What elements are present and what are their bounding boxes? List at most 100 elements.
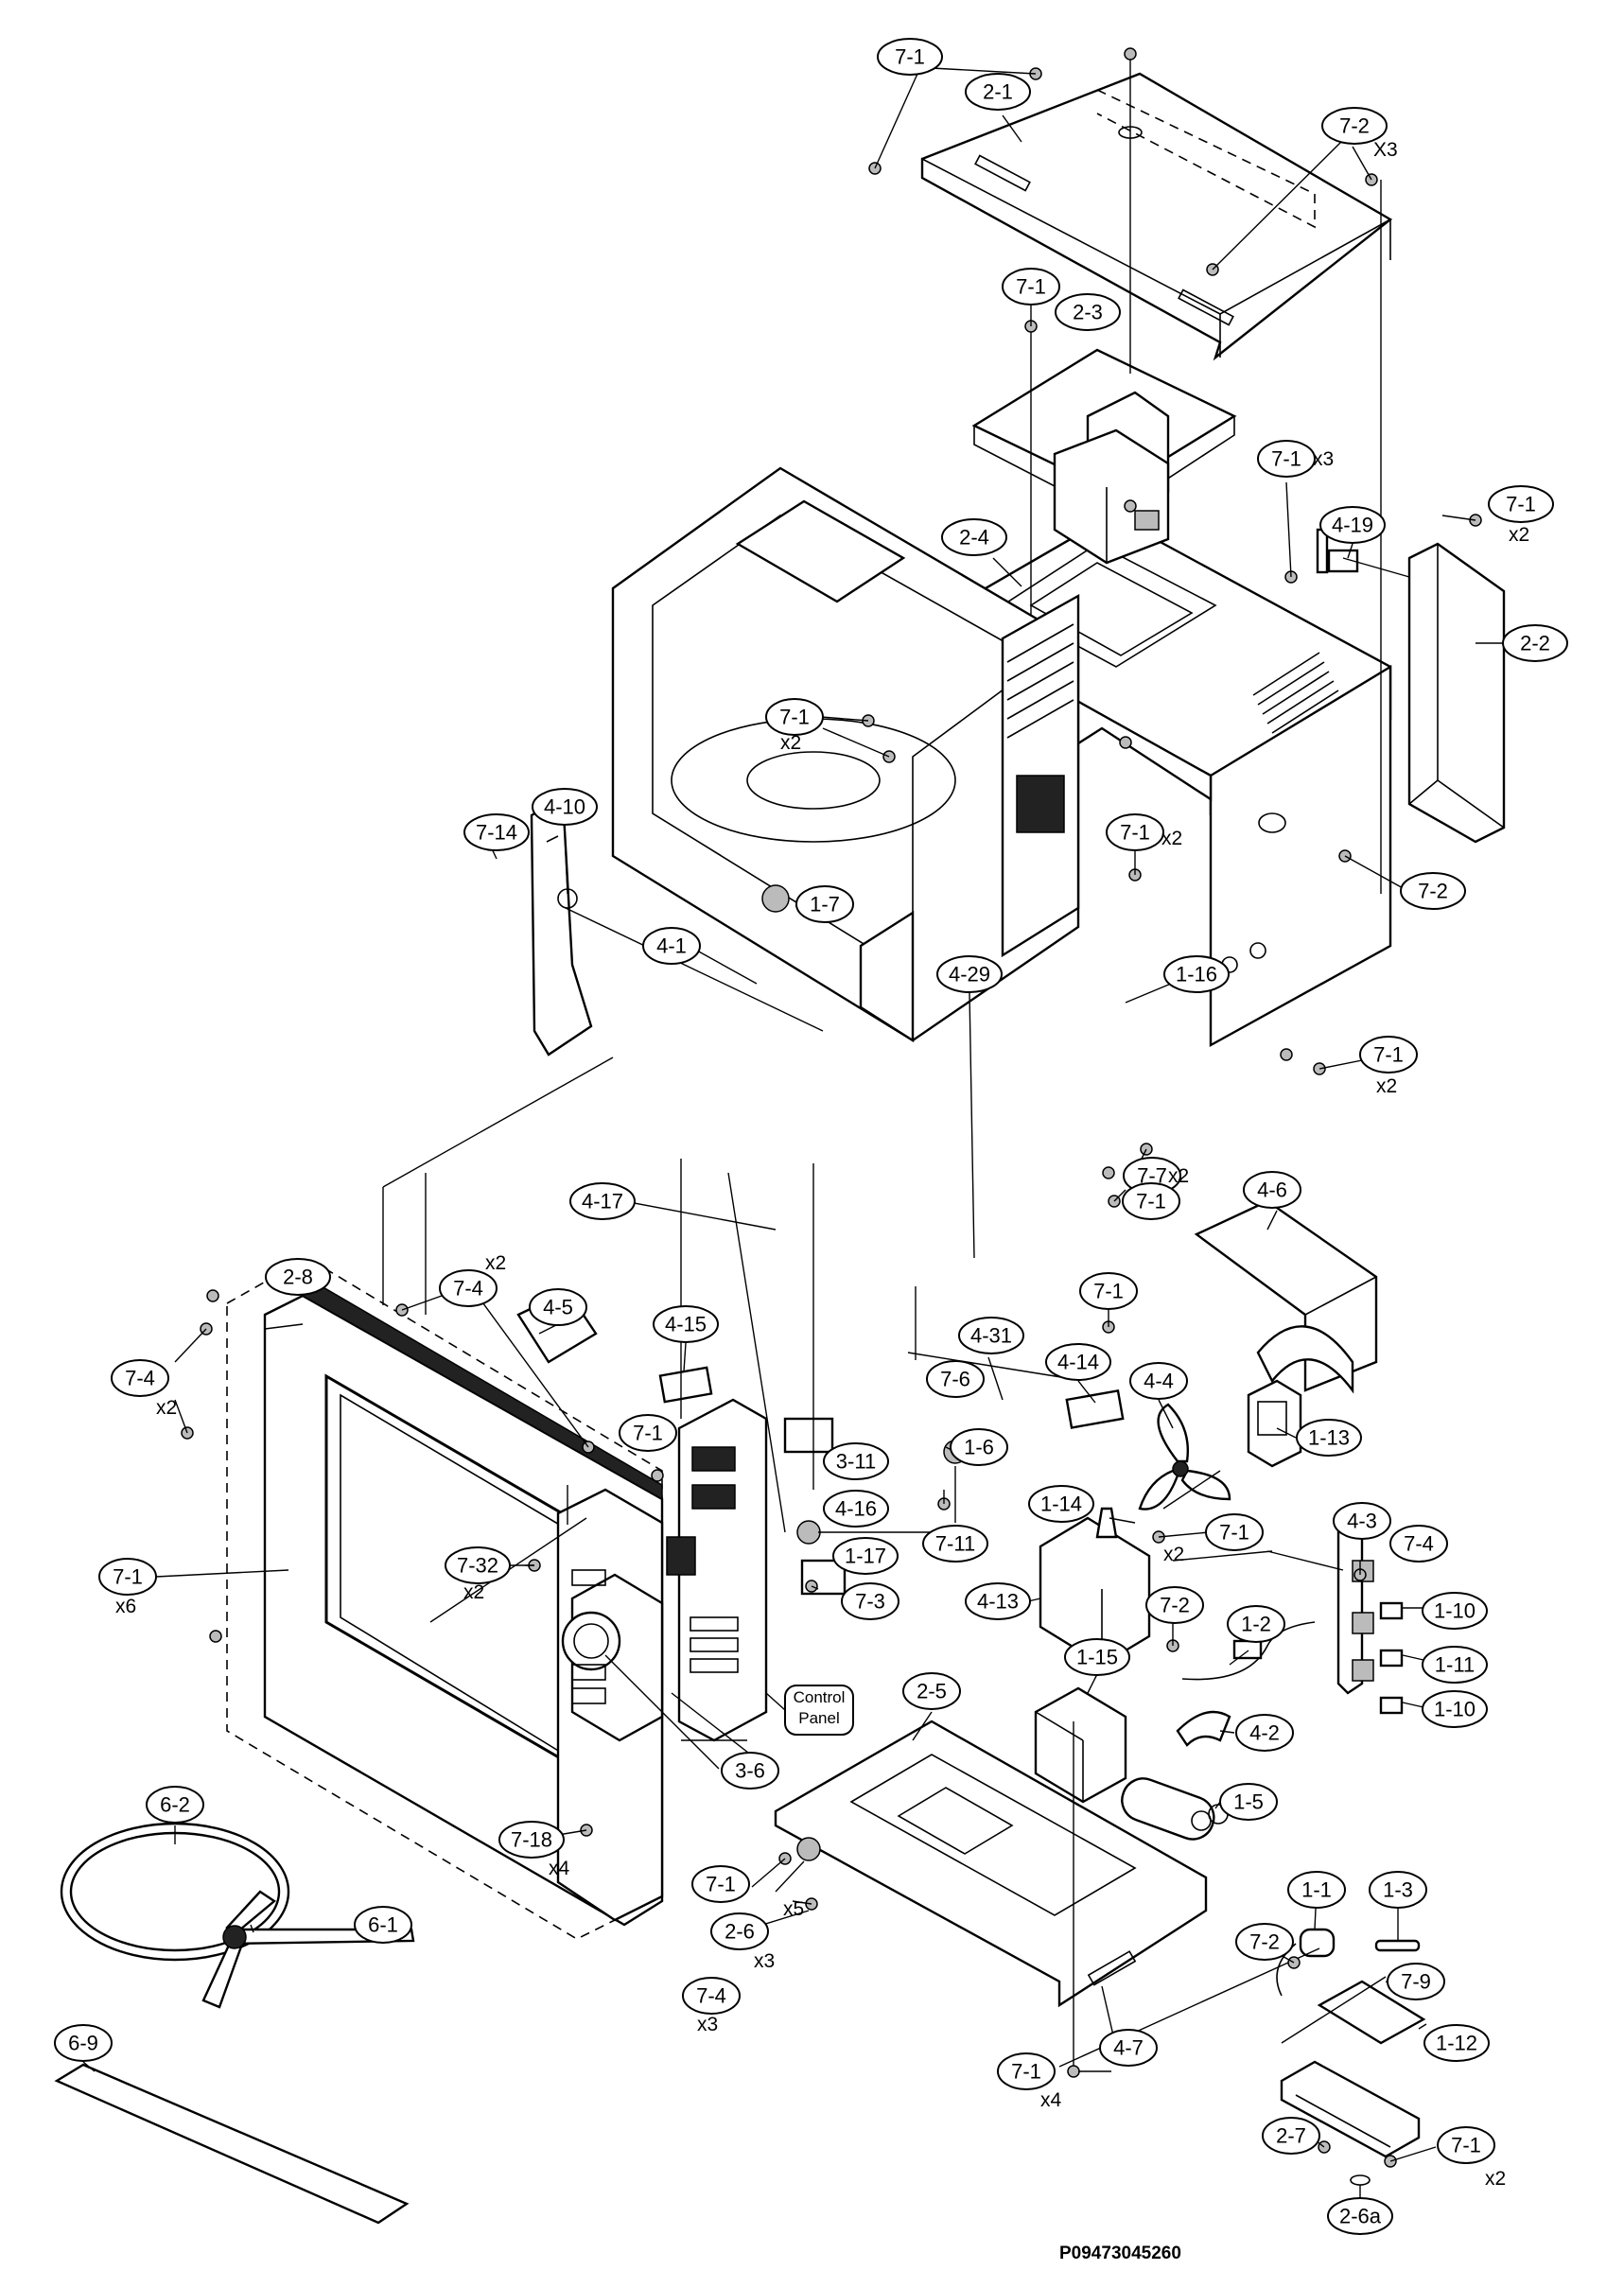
svg-text:7-18: 7-18 <box>511 1828 552 1852</box>
svg-text:7-1: 7-1 <box>779 706 810 729</box>
svg-text:1-11: 1-11 <box>1435 1653 1475 1677</box>
svg-text:7-1: 7-1 <box>706 1873 736 1896</box>
callout-c-7-32: 7-32 <box>445 1546 511 1584</box>
svg-text:2-4: 2-4 <box>959 526 989 550</box>
callout-c-6-2: 6-2 <box>146 1786 204 1824</box>
svg-text:7-4: 7-4 <box>1404 1532 1434 1556</box>
svg-text:1-3: 1-3 <box>1383 1878 1413 1902</box>
svg-text:7-11: 7-11 <box>935 1532 975 1556</box>
svg-text:4-6: 4-6 <box>1257 1179 1287 1202</box>
qty-x2-27: x2 <box>1485 2168 1506 2190</box>
svg-text:2-5: 2-5 <box>917 1680 947 1703</box>
svg-text:7-1: 7-1 <box>633 1422 663 1445</box>
top-cover-2-1 <box>920 72 1393 361</box>
shelf-6-9 <box>54 2063 410 2225</box>
callout-c-2-6a: 2-6a <box>1327 2197 1393 2235</box>
callout-c-1-7: 1-7 <box>795 885 854 923</box>
svg-text:2-6a: 2-6a <box>1339 2205 1382 2228</box>
svg-text:2-1: 2-1 <box>983 80 1013 104</box>
lower-right-assembly <box>1276 1928 1426 2158</box>
callout-c-7-1-m: 7-1 <box>691 1865 750 1903</box>
svg-text:1-16: 1-16 <box>1176 963 1217 987</box>
callout-c-4-4: 4-4 <box>1129 1362 1188 1400</box>
leader-lines <box>82 67 1504 2199</box>
svg-text:7-1: 7-1 <box>1506 493 1536 516</box>
callout-c-7-1-d: 7-1 <box>1488 485 1554 523</box>
callout-c-1-11: 1-11 <box>1422 1646 1488 1684</box>
svg-text:1-17: 1-17 <box>845 1545 886 1568</box>
callout-c-7-1-a: 7-1 <box>877 38 943 76</box>
callout-c-7-1-l: 7-1 <box>98 1558 157 1596</box>
callout-c-7-18: 7-18 <box>498 1821 565 1859</box>
callout-c-2-7: 2-7 <box>1262 2117 1320 2155</box>
callout-c-4-6: 4-6 <box>1243 1171 1301 1209</box>
door-hinge-4-10 <box>530 794 593 1056</box>
svg-text:7-1: 7-1 <box>895 45 925 69</box>
callout-c-7-1-o: 7-1 <box>1437 2126 1495 2164</box>
svg-text:7-4: 7-4 <box>453 1277 483 1301</box>
svg-text:7-1: 7-1 <box>1451 2134 1481 2157</box>
quantity-labels: X3 x3 x2 x2 x2 x2 x2 x2 x2 x6 x2 x2 x4 x… <box>115 139 1529 2190</box>
callout-c-1-5: 1-5 <box>1219 1783 1278 1821</box>
fan-duct-4-13 <box>1039 1516 1151 1667</box>
svg-text:2-7: 2-7 <box>1276 2124 1306 2148</box>
svg-text:2-3: 2-3 <box>1073 301 1103 324</box>
callout-c-4-13: 4-13 <box>965 1582 1031 1620</box>
qty-x2-mag: x2 <box>1161 828 1182 849</box>
callout-c-4-29: 4-29 <box>936 955 1003 993</box>
svg-text:7-2: 7-2 <box>1160 1594 1190 1617</box>
callout-c-1-10-a: 1-10 <box>1422 1592 1488 1630</box>
callout-c-4-7: 4-7 <box>1099 2029 1158 2067</box>
callout-c-7-1-n: 7-1 <box>997 2052 1056 2090</box>
qty-x4-718: x4 <box>549 1858 570 1879</box>
svg-text:4-19: 4-19 <box>1332 514 1373 537</box>
svg-text:4-14: 4-14 <box>1057 1351 1099 1374</box>
callout-c-4-19: 4-19 <box>1319 506 1386 544</box>
callout-c-1-15: 1-15 <box>1064 1638 1130 1676</box>
callout-c-1-3: 1-3 <box>1369 1871 1427 1909</box>
svg-text:4-31: 4-31 <box>970 1324 1012 1348</box>
control-panel-note-line1: Control <box>794 1688 846 1706</box>
qty-x5: x5 <box>783 1898 804 1920</box>
svg-text:6-9: 6-9 <box>68 2032 98 2055</box>
qty-x3-74: x3 <box>697 2014 718 2035</box>
svg-text:7-1: 7-1 <box>1011 2060 1041 2084</box>
callout-c-4-31: 4-31 <box>958 1317 1024 1354</box>
callout-c-7-1-b: 7-1 <box>1002 268 1060 306</box>
svg-text:7-1: 7-1 <box>1016 275 1046 299</box>
callout-c-2-8: 2-8 <box>265 1258 331 1296</box>
svg-text:2-6: 2-6 <box>725 1920 755 1944</box>
callout-c-6-1: 6-1 <box>354 1906 412 1944</box>
callout-c-1-2: 1-2 <box>1227 1605 1285 1643</box>
callout-c-6-9: 6-9 <box>54 2024 113 2062</box>
svg-text:7-2: 7-2 <box>1418 880 1448 903</box>
svg-text:7-2: 7-2 <box>1339 114 1370 138</box>
callout-c-1-14: 1-14 <box>1028 1485 1094 1523</box>
callout-c-7-2-d: 7-2 <box>1235 1923 1294 1961</box>
side-panel-2-2 <box>1407 542 1506 844</box>
svg-text:7-1: 7-1 <box>1136 1190 1166 1214</box>
callout-c-7-11: 7-11 <box>922 1525 988 1563</box>
qty-x3-26: x3 <box>754 1950 775 1972</box>
qty-x2-74: x2 <box>156 1397 177 1419</box>
svg-text:4-3: 4-3 <box>1347 1510 1377 1533</box>
callout-c-7-2-b: 7-2 <box>1400 872 1466 910</box>
svg-text:4-13: 4-13 <box>977 1590 1019 1614</box>
qty-x2-left: x2 <box>780 732 801 754</box>
callout-c-7-4-a: 7-4 <box>439 1269 498 1307</box>
rear-vent-plate-4-29 <box>1001 593 1080 958</box>
control-panel-assembly <box>556 1488 664 1922</box>
qty-x3-top: X3 <box>1373 139 1398 161</box>
svg-text:1-14: 1-14 <box>1040 1493 1082 1516</box>
svg-text:6-2: 6-2 <box>160 1793 190 1817</box>
callout-c-2-3: 2-3 <box>1055 293 1121 331</box>
callout-c-1-1: 1-1 <box>1287 1871 1346 1909</box>
fan-motor-1-13 <box>1247 1379 1302 1468</box>
svg-text:1-2: 1-2 <box>1241 1613 1271 1636</box>
svg-text:1-7: 1-7 <box>810 893 840 917</box>
svg-text:7-14: 7-14 <box>476 821 517 845</box>
callout-c-7-2-c: 7-2 <box>1145 1586 1204 1624</box>
callout-c-7-1-f: 7-1 <box>1106 813 1164 851</box>
callout-c-1-17: 1-17 <box>832 1537 899 1575</box>
turntable-support-6-1 <box>201 1890 415 2009</box>
